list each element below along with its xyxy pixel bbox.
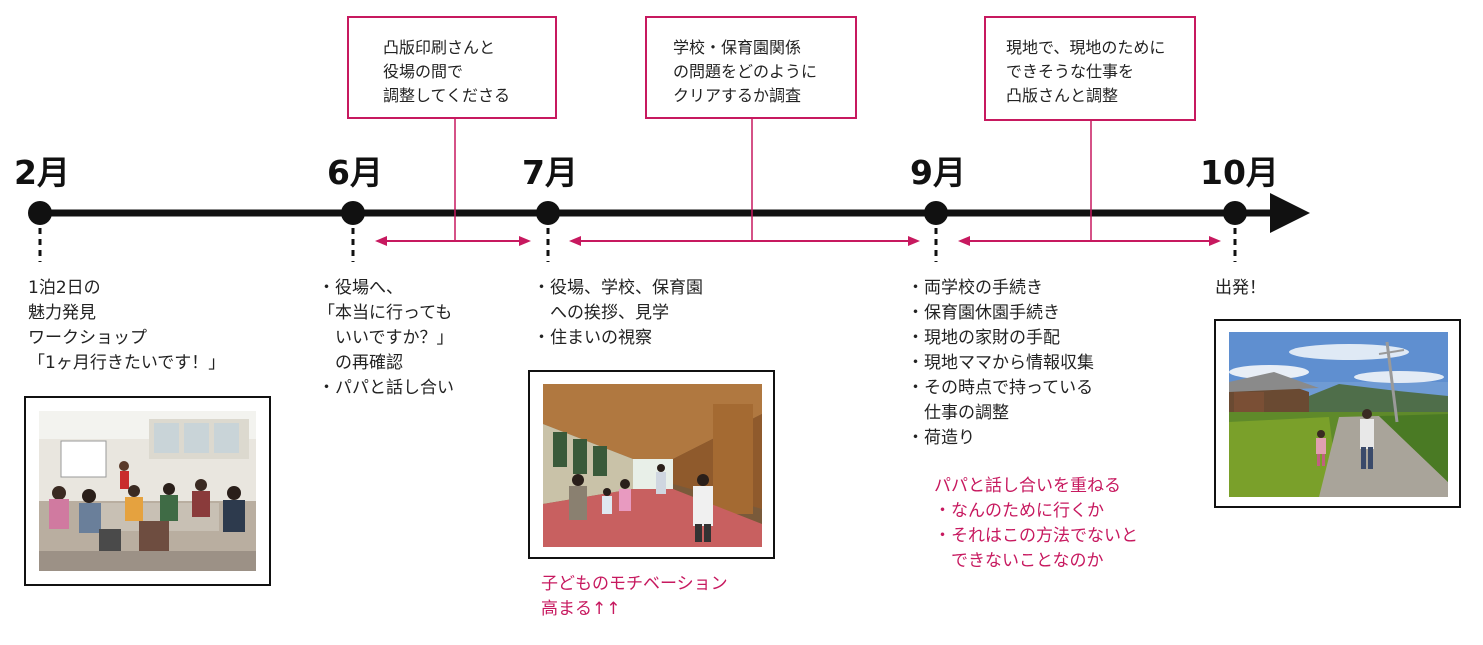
countryside-photo-frame: [1214, 319, 1461, 508]
arrowhead-2a: [569, 236, 581, 246]
connectors: [454, 118, 1092, 241]
event-jul-line-2: への挨拶、見学: [533, 303, 669, 323]
event-feb-line-3: ワークショップ: [28, 328, 147, 348]
event-sep-line-3: ・現地の家財の手配: [907, 328, 1060, 348]
note-jul: 子どものモチベーション 高まる↑↑: [541, 572, 728, 622]
school-hallway-photo: [543, 384, 762, 547]
event-sep-line-1: ・両学校の手続き: [907, 278, 1043, 298]
countryside-photo: [1229, 332, 1448, 497]
note-sep-line-2: ・なんのために行くか: [934, 501, 1104, 521]
arrowhead-1a: [375, 236, 387, 246]
note-sep-line-3: ・それはこの方法でないと: [934, 526, 1138, 546]
event-jul-line-1: ・役場、学校、保育園: [533, 278, 703, 298]
school-hallway-photo-frame: [528, 370, 775, 559]
callout-box-1: 凸版印刷さんと 役場の間で 調整してくださる: [347, 16, 557, 119]
events-jun: ・役場へ、 「本当に行っても いいですか？」 の再確認 ・パパと話し合い: [318, 276, 454, 401]
events-jul: ・役場、学校、保育園 への挨拶、見学 ・住まいの視察: [533, 276, 703, 351]
month-markers: [28, 201, 1247, 225]
events-sep: ・両学校の手続き ・保育園休園手続き ・現地の家財の手配 ・現地ママから情報収集…: [907, 276, 1094, 451]
workshop-photo-frame: [24, 396, 271, 586]
month-label-jul: 7月: [522, 153, 578, 192]
callout-box-3: 現地で、現地のために できそうな仕事を 凸版さんと調整: [984, 16, 1196, 121]
note-sep-line-1: パパと話し合いを重ねる: [934, 476, 1121, 496]
month-label-feb: 2月: [14, 153, 70, 192]
arrowhead-2b: [908, 236, 920, 246]
event-jun-line-5: ・パパと話し合い: [318, 378, 454, 398]
event-sep-line-2: ・保育園休園手続き: [907, 303, 1060, 323]
event-feb-line-4: 「1ヶ月行きたいです！」: [28, 353, 226, 373]
callout-3-line-2: できそうな仕事を: [1006, 62, 1135, 81]
month-label-sep: 9月: [910, 153, 966, 192]
marker-oct: [1223, 201, 1247, 225]
callout-3-line-3: 凸版さんと調整: [1006, 86, 1119, 105]
timeline-arrowhead: [1270, 193, 1310, 233]
event-sep-line-7: ・荷造り: [907, 428, 975, 448]
workshop-photo: [39, 411, 256, 571]
callout-1-line-2: 役場の間で: [383, 62, 464, 81]
callout-1-line-1: 凸版印刷さんと: [383, 38, 496, 57]
callout-3-line-1: 現地で、現地のために: [1006, 38, 1166, 57]
event-jun-line-1: ・役場へ、: [318, 278, 403, 298]
marker-feb: [28, 201, 52, 225]
event-feb-line-1: 1泊2日の: [28, 278, 101, 298]
marker-jul: [536, 201, 560, 225]
arrowhead-3a: [958, 236, 970, 246]
event-sep-line-6: 仕事の調整: [907, 403, 1009, 423]
callout-1-line-3: 調整してくださる: [383, 86, 511, 105]
span-arrows: [375, 236, 1221, 246]
event-jun-line-4: の再確認: [318, 353, 403, 373]
callout-2-line-2: の問題をどのように: [673, 62, 818, 81]
note-jul-line-1: 子どものモチベーション: [541, 574, 728, 594]
note-sep-line-4: できないことなのか: [934, 551, 1104, 571]
event-jun-line-3: いいですか？」: [318, 328, 454, 348]
marker-jun: [341, 201, 365, 225]
dashed-drops: [38, 228, 1237, 262]
event-sep-line-4: ・現地ママから情報収集: [907, 353, 1094, 373]
event-feb-line-2: 魅力発見: [28, 303, 96, 323]
marker-sep: [924, 201, 948, 225]
callout-2-line-3: クリアするか調査: [673, 86, 802, 105]
event-oct-line-1: 出発！: [1215, 278, 1266, 298]
arrowhead-1b: [519, 236, 531, 246]
event-jul-line-3: ・住まいの視察: [533, 328, 652, 348]
events-oct: 出発！: [1215, 276, 1266, 301]
callout-box-2: 学校・保育園関係 の問題をどのように クリアするか調査: [645, 16, 857, 119]
event-sep-line-5: ・その時点で持っている: [907, 378, 1094, 398]
arrowhead-3b: [1209, 236, 1221, 246]
callout-2-line-1: 学校・保育園関係: [673, 38, 802, 57]
month-label-jun: 6月: [327, 153, 383, 192]
note-sep: パパと話し合いを重ねる ・なんのために行くか ・それはこの方法でないと できない…: [934, 474, 1138, 574]
event-jun-line-2: 「本当に行っても: [318, 303, 453, 323]
note-jul-line-2: 高まる↑↑: [541, 599, 621, 619]
events-feb: 1泊2日の 魅力発見 ワークショップ 「1ヶ月行きたいです！」: [28, 276, 225, 376]
month-label-oct: 10月: [1200, 153, 1279, 192]
